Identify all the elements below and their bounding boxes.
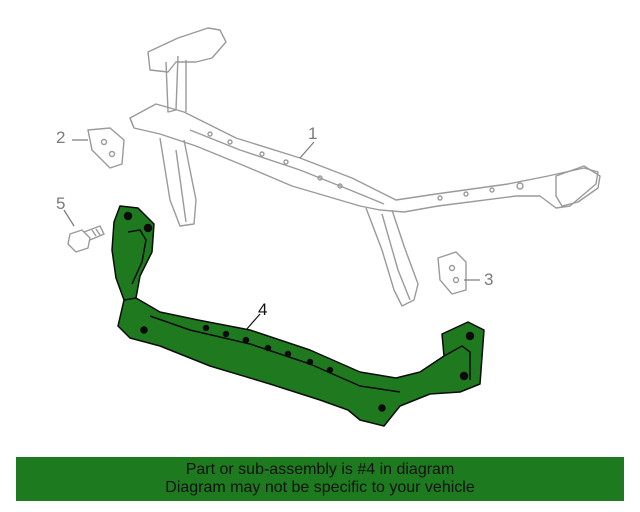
leader-line-4 (245, 313, 261, 331)
bracket-part-3 (437, 251, 467, 295)
leader-line-5 (63, 209, 75, 227)
bracket-part-2 (87, 127, 125, 169)
diagram-notice-banner: Part or sub-assembly is #4 in diagram Di… (16, 457, 624, 501)
leader-line-1 (299, 141, 315, 159)
callout-5: 5 (56, 194, 66, 213)
callout-4: 4 (258, 300, 268, 319)
bolt-part-5 (67, 225, 105, 253)
lower-tie-bar-part-4 (111, 205, 485, 427)
callout-3: 3 (484, 270, 494, 289)
callout-1: 1 (308, 124, 318, 143)
callout-2: 2 (56, 128, 66, 147)
banner-line-1: Part or sub-assembly is #4 in diagram (185, 461, 455, 478)
leader-lines (63, 139, 480, 331)
banner-line-2: Diagram may not be specific to your vehi… (165, 479, 475, 496)
upper-support-part-1 (129, 27, 601, 307)
